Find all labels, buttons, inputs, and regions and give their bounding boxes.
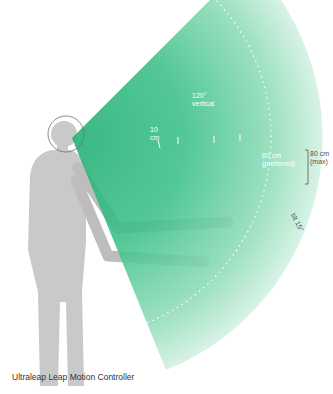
- max-range-bracket: [305, 150, 308, 184]
- person-silhouette: [28, 121, 86, 386]
- distance-label: 10 cm: [150, 126, 166, 141]
- head-marker: [48, 116, 84, 152]
- caption: Ultraleap Leap Motion Controller: [12, 372, 134, 382]
- distance-label: 80 cm (max): [310, 150, 330, 165]
- tracking-field: [72, 0, 323, 370]
- range-ticks: [158, 134, 240, 148]
- preferred-range-arc: [147, 0, 271, 323]
- angle-label: 120° vertical: [192, 92, 226, 107]
- distance-label: 60 cm (preferred): [262, 152, 296, 167]
